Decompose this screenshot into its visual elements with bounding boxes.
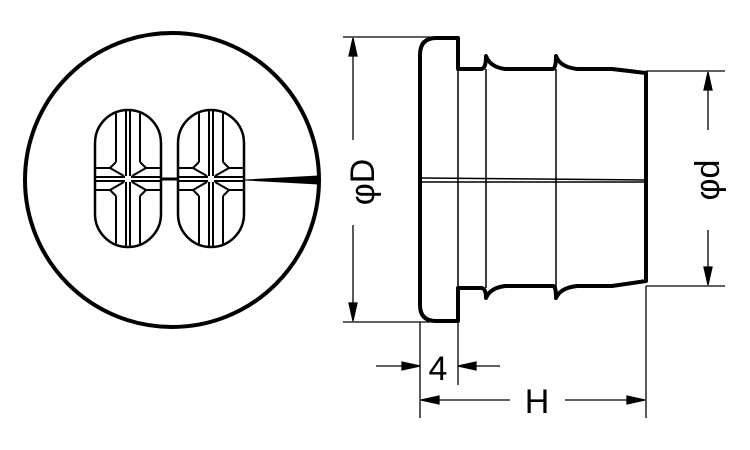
arrow-4-right bbox=[457, 361, 477, 371]
slot-rib-line bbox=[109, 167, 125, 177]
slot-rib-line bbox=[131, 181, 147, 191]
label-outer-diameter: φD bbox=[344, 159, 382, 206]
slot-rib-line bbox=[192, 189, 200, 197]
slot-rib-line bbox=[109, 189, 117, 197]
side-view bbox=[418, 36, 648, 323]
slot-rib-line bbox=[139, 189, 147, 197]
dimensions bbox=[343, 36, 725, 418]
slot-rib-line bbox=[109, 161, 117, 169]
slot-rib-line bbox=[214, 181, 230, 191]
arrow-D-bottom bbox=[348, 302, 358, 322]
arrow-H-left bbox=[420, 395, 440, 405]
slots bbox=[93, 108, 246, 249]
front-view bbox=[23, 31, 321, 329]
split-slit bbox=[244, 175, 319, 185]
slot-outline-2 bbox=[176, 108, 246, 249]
slot-rib-line bbox=[222, 189, 230, 197]
slot-rib-line bbox=[222, 161, 230, 169]
slot-outline-1 bbox=[93, 108, 163, 249]
label-flange-thickness: 4 bbox=[429, 350, 448, 388]
arrow-4-left bbox=[401, 361, 421, 371]
slot-rib-line bbox=[109, 181, 125, 191]
arrow-d-bottom bbox=[703, 266, 713, 286]
slot-rib-line bbox=[192, 167, 208, 177]
side-view-outline bbox=[418, 36, 648, 323]
slot-rib-line bbox=[192, 181, 208, 191]
slot-rib-line bbox=[214, 167, 230, 177]
arrow-D-top bbox=[348, 37, 358, 57]
slot-rib-line bbox=[192, 161, 200, 169]
arrow-d-top bbox=[703, 71, 713, 91]
label-height: H bbox=[525, 383, 550, 421]
arrow-H-right bbox=[626, 395, 646, 405]
front-view-outline bbox=[23, 31, 321, 329]
slot-rib-line bbox=[131, 167, 147, 177]
label-inner-diameter: φd bbox=[689, 160, 727, 201]
split-line-top bbox=[421, 177, 647, 181]
slot-rib-line bbox=[139, 161, 147, 169]
